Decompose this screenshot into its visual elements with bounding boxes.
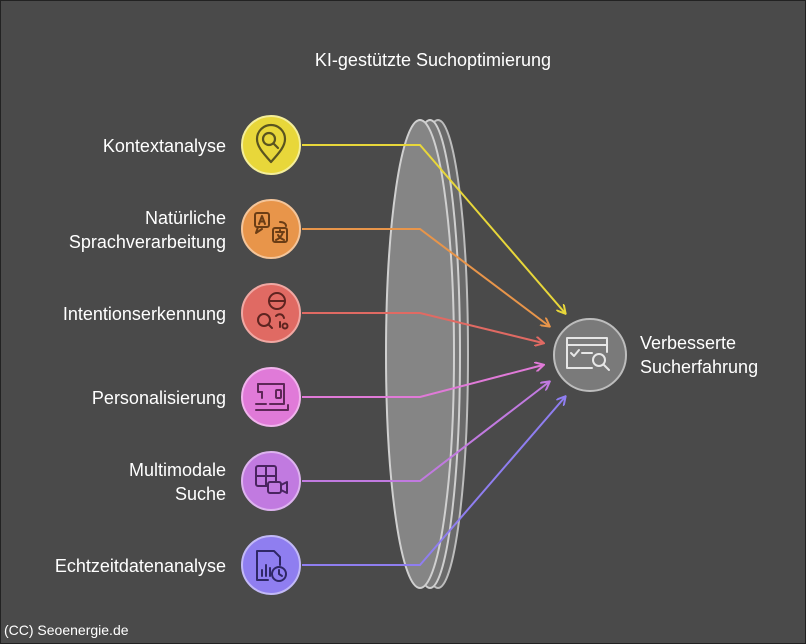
- connector-echtzeitdatenanalyse: [302, 397, 565, 566]
- multimedia-video-icon: [241, 451, 301, 511]
- label-sprachverarbeitung: Natürliche Sprachverarbeitung: [68, 208, 226, 252]
- connector-kontextanalyse: [302, 144, 565, 313]
- label-multimodale-suche: Multimodale Suche: [128, 460, 226, 504]
- search-browser-icon: [553, 318, 627, 392]
- label-personalisierung: Personalisierung: [91, 388, 226, 408]
- connector-personalisierung: [302, 365, 543, 398]
- connector-multimodale-suche: [302, 382, 549, 482]
- connector-intentionserkennung: [302, 312, 543, 343]
- chart-clock-icon: [241, 535, 301, 595]
- person-search-icon: [241, 283, 301, 343]
- lens: [385, 119, 469, 589]
- label-intentionserkennung: Intentionserkennung: [62, 304, 226, 324]
- label-echtzeitdatenanalyse: Echtzeitdatenanalyse: [54, 556, 226, 576]
- label-kontextanalyse: Kontextanalyse: [102, 136, 226, 156]
- sewing-machine-icon: [241, 367, 301, 427]
- connector-sprachverarbeitung: [302, 228, 549, 326]
- label-result: Verbesserte Sucherfahrung: [640, 333, 759, 377]
- map-pin-search-icon: [241, 115, 301, 175]
- credit-text: (CC) Seoenergie.de: [4, 622, 129, 638]
- translate-icon: [241, 199, 301, 259]
- diagram-title: KI-gestützte Suchoptimierung: [314, 50, 552, 70]
